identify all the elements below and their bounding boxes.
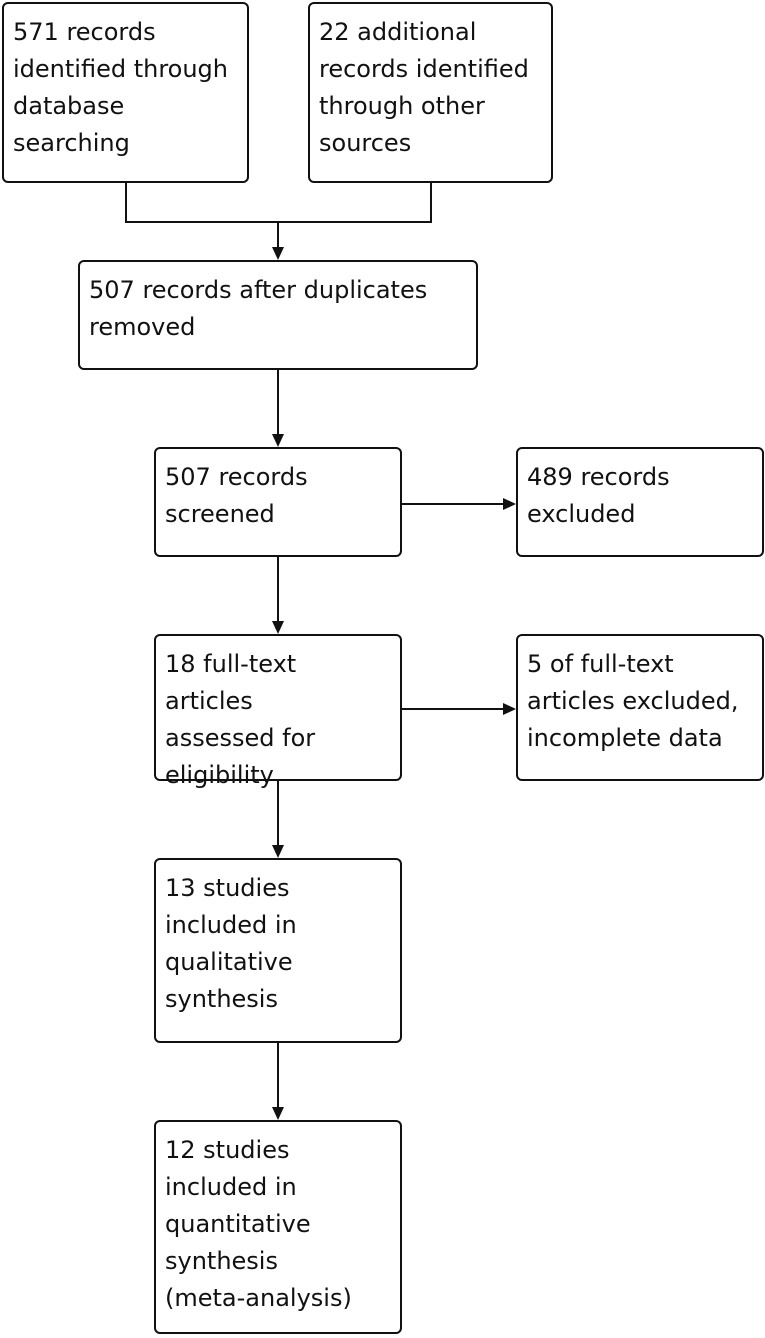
- quantitative-synthesis-box: 12 studies included in quantitative synt…: [154, 1120, 402, 1334]
- after-duplicates-box: 507 records after duplicates removed: [78, 260, 478, 370]
- qualitative-to-quantitative-arrowhead: [272, 1107, 284, 1120]
- fulltext-to-qualitative-arrowhead: [272, 845, 284, 858]
- duplicates-to-screened-arrowhead: [272, 434, 284, 447]
- screened-to-fulltext-arrowhead: [272, 621, 284, 634]
- excluded-box: 489 records excluded: [516, 447, 764, 557]
- fulltext-to-excluded-arrowhead: [503, 703, 516, 715]
- fulltext-excluded-box: 5 of full-text articles excluded, incomp…: [516, 634, 764, 781]
- database-records-box: 571 records identified through database …: [2, 2, 249, 183]
- screened-box: 507 records screened: [154, 447, 402, 557]
- merge-to-duplicates-arrowhead: [272, 247, 284, 260]
- fulltext-assessed-box: 18 full-text articles assessed for eligi…: [154, 634, 402, 789]
- other-records-box: 22 additional records identified through…: [308, 2, 553, 183]
- screened-to-excluded-arrowhead: [503, 498, 516, 510]
- qualitative-synthesis-box: 13 studies included in qualitative synth…: [154, 858, 402, 1043]
- merge-connector: [125, 183, 432, 223]
